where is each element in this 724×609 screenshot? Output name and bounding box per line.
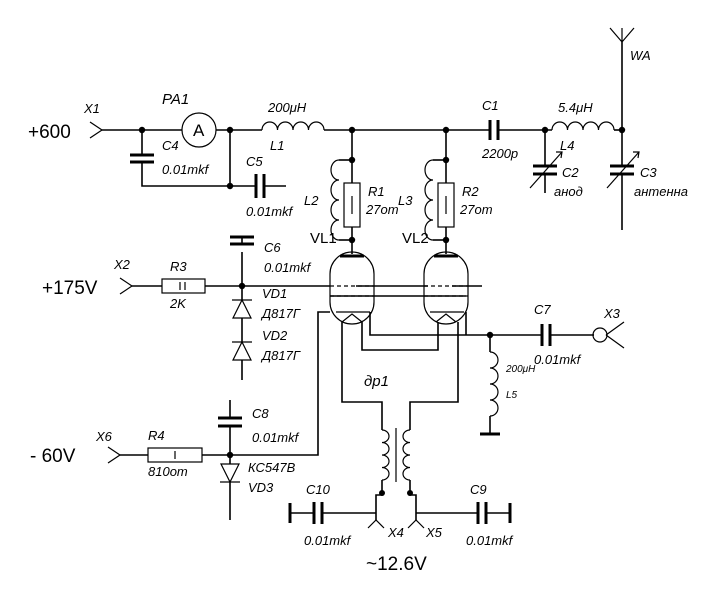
capacitor-c1-value: 2200p — [481, 146, 518, 161]
capacitor-c1-ref: C1 — [482, 98, 499, 113]
wires — [102, 42, 623, 523]
capacitor-c3-value: антенна — [634, 184, 688, 199]
inductor-l2-ref: L2 — [304, 193, 319, 208]
inductor-l5: 200μH L5 — [489, 351, 536, 417]
capacitor-c3: C3 антенна — [606, 151, 688, 199]
resistor-r3-ref: R3 — [170, 259, 187, 274]
resistor-r2: R2 27om — [437, 182, 493, 228]
capacitor-c3-ref: C3 — [640, 165, 657, 180]
capacitor-c7: C7 0.01mkf — [534, 302, 582, 367]
connector-x1-ref: X1 — [83, 101, 100, 116]
zener-vd3-ref: VD3 — [248, 480, 274, 495]
capacitor-c5-ref: C5 — [246, 154, 263, 169]
heater-voltage-label: ~12.6V — [366, 554, 427, 575]
connector-x6: X6 - 60V — [30, 429, 122, 467]
junction-dots — [138, 126, 626, 459]
connector-x4-ref: X4 — [387, 525, 404, 540]
capacitor-c4-ref: C4 — [162, 138, 179, 153]
inductor-l4: 5.4μH L4 — [551, 100, 615, 153]
capacitor-c2-value: анод — [554, 184, 583, 199]
capacitor-c6: C6 0.01mkf — [230, 235, 312, 275]
capacitor-c1: C1 2200p — [481, 98, 518, 161]
capacitor-c9: C9 0.01mkf — [466, 482, 514, 548]
capacitor-c2: C2 анод — [529, 151, 583, 199]
antenna-icon: WA — [609, 27, 651, 63]
resistor-r1-value: 27om — [365, 202, 399, 217]
ammeter-symbol: A — [193, 121, 205, 140]
vacuum-tube-vl2: VL2 — [402, 230, 469, 325]
capacitor-c9-ref: C9 — [470, 482, 487, 497]
ammeter-ref: PA1 — [162, 91, 189, 108]
zener-vd1-part: Д817Г — [260, 306, 301, 321]
ammeter-pa1: A PA1 — [162, 91, 217, 148]
resistor-r4-value: 810om — [148, 464, 188, 479]
capacitor-c5: C5 0.01mkf — [246, 154, 294, 219]
capacitor-c8-ref: C8 — [252, 406, 269, 421]
inductor-l1: 200μH L1 — [261, 100, 325, 153]
capacitor-c10-value: 0.01mkf — [304, 533, 352, 548]
resistor-r4-ref: R4 — [148, 428, 165, 443]
resistor-r1-ref: R1 — [368, 184, 385, 199]
resistor-r3-value: 2K — [169, 296, 187, 311]
zener-vd2-ref: VD2 — [262, 328, 288, 343]
inductor-l2: L2 — [304, 159, 340, 241]
capacitor-c2-ref: C2 — [562, 165, 579, 180]
supply-175-label: +175V — [42, 278, 98, 299]
zener-vd2-part: Д817Г — [260, 348, 301, 363]
connector-x5: X5 — [407, 519, 443, 540]
connector-x2: X2 +175V — [42, 257, 134, 299]
connector-x3: X3 — [592, 306, 625, 349]
capacitor-c10-ref: C10 — [306, 482, 331, 497]
vacuum-tube-vl1: VL1 — [310, 230, 375, 325]
inductor-l1-ref: L1 — [270, 138, 284, 153]
resistor-r2-value: 27om — [459, 202, 493, 217]
inductor-l5-value: 200μH — [505, 364, 536, 375]
capacitor-c4-value: 0.01mkf — [162, 162, 210, 177]
resistor-r1: R1 27om — [343, 182, 399, 228]
zener-vd2: VD2 Д817Г — [232, 328, 301, 363]
resistor-r4: R4 810om — [147, 428, 203, 479]
capacitor-c10: C10 0.01mkf — [304, 482, 352, 548]
inductor-l4-value: 5.4μH — [558, 100, 593, 115]
supply-minus60-label: - 60V — [30, 446, 76, 467]
zener-vd1: VD1 Д817Г — [232, 286, 301, 321]
zener-vd3: КС547В VD3 — [220, 460, 296, 495]
choke-transformer-dr1: др1 — [364, 373, 413, 496]
connector-x2-ref: X2 — [113, 257, 131, 272]
connector-x5-ref: X5 — [425, 525, 443, 540]
zener-vd3-part: КС547В — [248, 460, 296, 475]
zener-vd1-ref: VD1 — [262, 286, 287, 301]
capacitor-c7-value: 0.01mkf — [534, 352, 582, 367]
vacuum-tube-vl2-ref: VL2 — [402, 230, 429, 247]
inductor-l5-ref: L5 — [506, 390, 518, 401]
capacitor-c6-value: 0.01mkf — [264, 260, 312, 275]
choke-transformer-ref: др1 — [364, 373, 389, 390]
inductor-l3-ref: L3 — [398, 193, 413, 208]
capacitor-c8-value: 0.01mkf — [252, 430, 300, 445]
resistor-r3: R3 2K — [161, 259, 206, 311]
capacitor-c6-ref: C6 — [264, 240, 281, 255]
capacitor-c5-value: 0.01mkf — [246, 204, 294, 219]
inductor-l3: L3 — [398, 159, 434, 241]
connector-x6-ref: X6 — [95, 429, 113, 444]
inductor-l4-ref: L4 — [560, 138, 574, 153]
connector-x4: X4 — [367, 519, 404, 540]
connector-x1: X1 +600 — [28, 101, 104, 143]
capacitor-c8: C8 0.01mkf — [218, 406, 300, 445]
resistor-r2-ref: R2 — [462, 184, 479, 199]
inductor-l1-value: 200μH — [267, 100, 307, 115]
capacitor-c7-ref: C7 — [534, 302, 551, 317]
vacuum-tube-vl1-ref: VL1 — [310, 230, 337, 247]
antenna-ref: WA — [630, 48, 651, 63]
capacitor-c9-value: 0.01mkf — [466, 533, 514, 548]
capacitor-c4: C4 0.01mkf — [130, 138, 210, 177]
supply-600-label: +600 — [28, 122, 71, 143]
connector-x3-ref: X3 — [603, 306, 621, 321]
